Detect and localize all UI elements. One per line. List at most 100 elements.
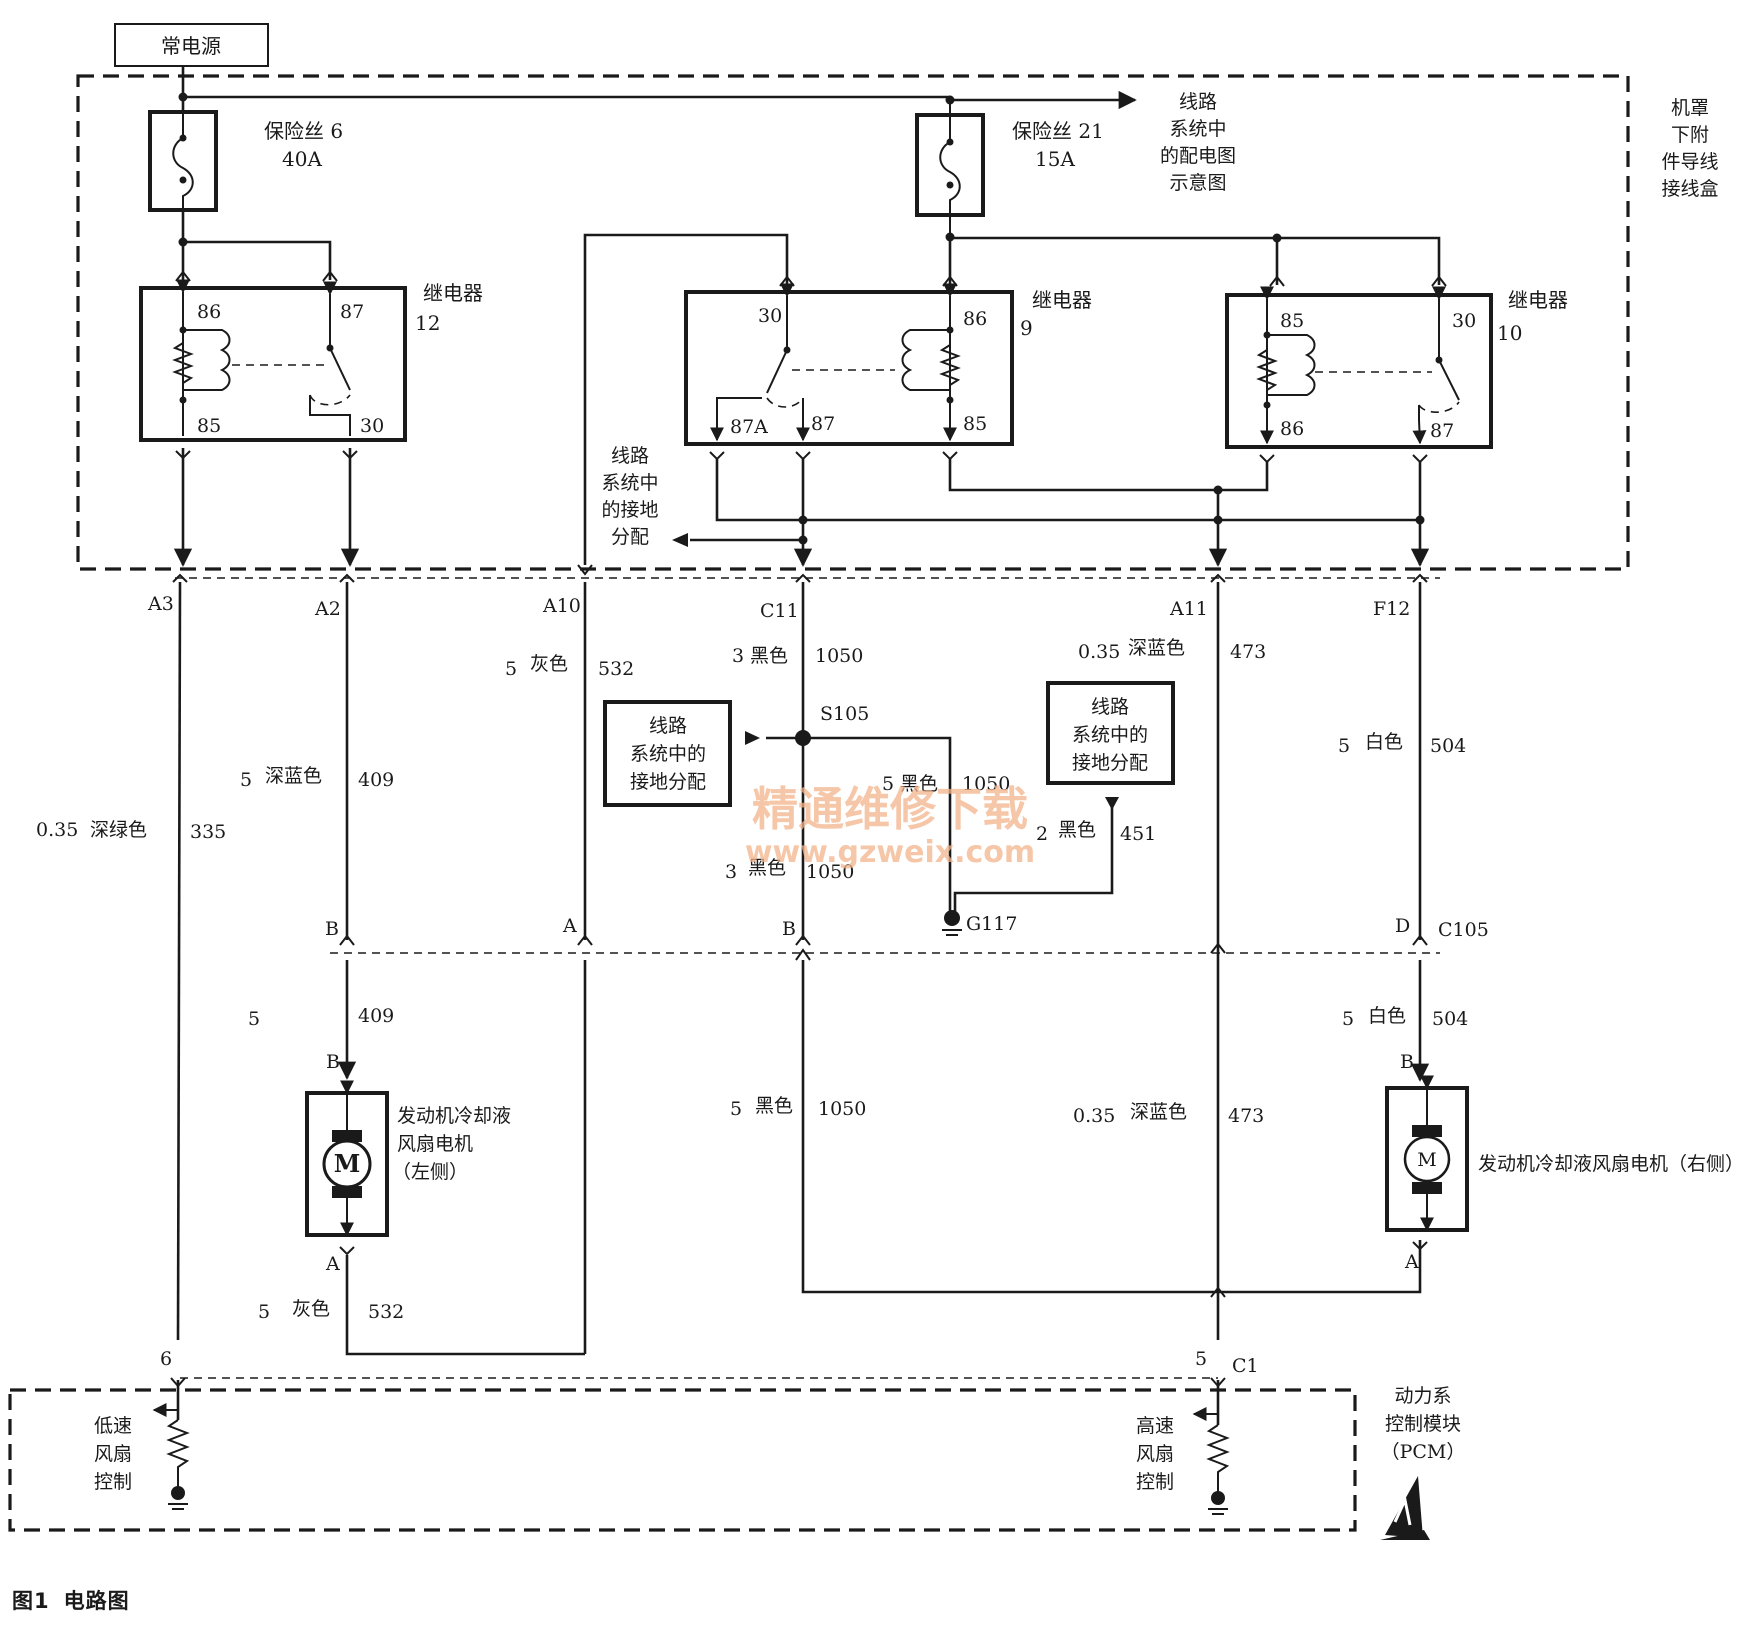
w473b-color: 深蓝色	[1130, 1101, 1187, 1123]
relay-10-coil-resistor	[1256, 349, 1278, 391]
motor-right-label: 发动机冷却液风扇电机（右侧）	[1478, 1153, 1744, 1175]
underhood-junction-block	[76, 74, 1630, 571]
relay-9-pin-30: 30	[758, 305, 782, 327]
relay-12-contact	[329, 347, 351, 391]
fuse-6-name: 保险丝 6	[264, 119, 343, 143]
w1050b-size: 5	[882, 773, 894, 795]
wire-1050-lower	[801, 960, 1422, 1294]
w1050d-circuit: 1050	[818, 1098, 866, 1120]
ground-ref-top-1: 线路	[611, 445, 649, 467]
relay-10-pin-30: 30	[1452, 310, 1476, 332]
fuse-21-rating: 15A	[1035, 147, 1075, 171]
pcm-pin-6: 6	[160, 1348, 172, 1370]
w409-color: 深蓝色	[265, 765, 322, 787]
relay-10-pin-85: 85	[1280, 310, 1304, 332]
ground-g117	[944, 910, 960, 926]
w504a-size: 5	[1338, 735, 1350, 757]
ground-ref-mid-2: 系统中的	[630, 743, 706, 765]
w504a-color: 白色	[1365, 731, 1403, 753]
w1050d-color: 黑色	[755, 1095, 793, 1117]
motor-left-label-2: 风扇电机	[397, 1133, 473, 1155]
relay-9-box	[684, 290, 1014, 446]
ground-ref-right-3: 接地分配	[1072, 752, 1148, 774]
esd-warning-icon	[1380, 1476, 1430, 1540]
relay-9-coil-resistor	[939, 344, 961, 386]
watermark-url: www.gzweix.com	[745, 835, 1035, 870]
w532-circuit: 532	[598, 658, 634, 680]
motor-left-label-3: （左侧）	[392, 1161, 468, 1183]
wire-335	[176, 581, 182, 1341]
high-speed-label-2: 风扇	[1136, 1443, 1174, 1465]
relay-9-coil	[901, 329, 950, 391]
pcm-label-1: 动力系	[1394, 1385, 1451, 1407]
w473a-circuit: 473	[1230, 641, 1266, 663]
low-speed-resistor	[166, 1419, 190, 1490]
relay-9-pin-86: 86	[963, 308, 987, 330]
fuse-6-rating: 40A	[282, 147, 322, 171]
w532-size: 5	[505, 658, 517, 680]
w335-color: 深绿色	[90, 819, 147, 841]
w473b-size: 0.35	[1073, 1105, 1115, 1127]
relay-10-coil	[1267, 334, 1316, 396]
relay-12-pin-85: 85	[197, 415, 221, 437]
w1050c-size: 3	[725, 861, 737, 883]
relay-9-pin-87a: 87A	[730, 416, 768, 438]
high-speed-label-1: 高速	[1136, 1415, 1174, 1437]
watermark-cn: 精通维修下载	[752, 782, 1028, 836]
w504b-color: 白色	[1368, 1005, 1406, 1027]
ground-ref-mid-3: 接地分配	[630, 771, 706, 793]
ground-ref-top-3: 的接地	[601, 499, 658, 521]
w504a-circuit: 504	[1430, 735, 1466, 757]
power-dist-ref-4: 示意图	[1169, 172, 1226, 194]
wire-451	[953, 800, 1114, 915]
relay-87a-wire	[715, 459, 1420, 522]
w473b-circuit: 473	[1228, 1105, 1264, 1127]
ground-ref-top-4: 分配	[611, 526, 649, 548]
motor-left-symbol	[322, 1139, 372, 1189]
motor-right-symbol	[1403, 1135, 1451, 1183]
w451-circuit: 451	[1120, 823, 1156, 845]
relay-9-number: 9	[1020, 316, 1033, 340]
conn-a2: A2	[314, 598, 341, 620]
relay-10-contact	[1438, 359, 1460, 401]
w473a-size: 0.35	[1078, 641, 1120, 663]
relay-9-contact	[766, 349, 788, 394]
high-speed-label-3: 控制	[1136, 1471, 1174, 1493]
relay-12-pin-30: 30	[360, 415, 384, 437]
conn-c105-d: D	[1395, 915, 1410, 937]
a10-wire-top	[583, 233, 789, 565]
pcm-module-box	[8, 1388, 1357, 1532]
power-source-label: 常电源	[161, 34, 221, 58]
fuse-21-name: 保险丝 21	[1012, 119, 1104, 143]
w451-color: 黑色	[1058, 819, 1096, 841]
high-speed-resistor	[1206, 1424, 1230, 1495]
w451-size: 2	[1036, 823, 1048, 845]
power-dist-ref-2: 系统中	[1169, 118, 1226, 140]
w1050b-circuit: 1050	[962, 773, 1010, 795]
conn-c11: C11	[760, 600, 799, 622]
w1050b-color: 黑色	[900, 773, 938, 795]
relay-12-number: 12	[415, 311, 440, 335]
w335-size: 0.35	[36, 819, 78, 841]
relay-10-title: 继电器	[1508, 288, 1568, 312]
fuse-6-element	[172, 110, 194, 212]
motor-right-b: B	[1400, 1051, 1414, 1073]
w504b-circuit: 504	[1432, 1008, 1468, 1030]
relay-9-pin-85: 85	[963, 413, 987, 435]
w532b-circuit: 532	[368, 1301, 404, 1323]
w1050d-size: 5	[730, 1098, 742, 1120]
relay-9-pin-87: 87	[811, 413, 835, 435]
conn-g117: G117	[966, 913, 1017, 935]
motor-left-a: A	[325, 1253, 340, 1275]
conn-a10: A10	[542, 595, 581, 617]
wire-1050-to-g117	[766, 736, 952, 915]
relay-10-number: 10	[1497, 321, 1522, 345]
w1050c-color: 黑色	[748, 857, 786, 879]
box-label-1: 机罩	[1671, 97, 1709, 119]
conn-a11: A11	[1169, 598, 1208, 620]
w504b-size: 5	[1342, 1008, 1354, 1030]
relay-9-title: 继电器	[1032, 288, 1092, 312]
relay-12-coil-resistor	[172, 342, 194, 384]
w532-color: 灰色	[530, 653, 568, 675]
